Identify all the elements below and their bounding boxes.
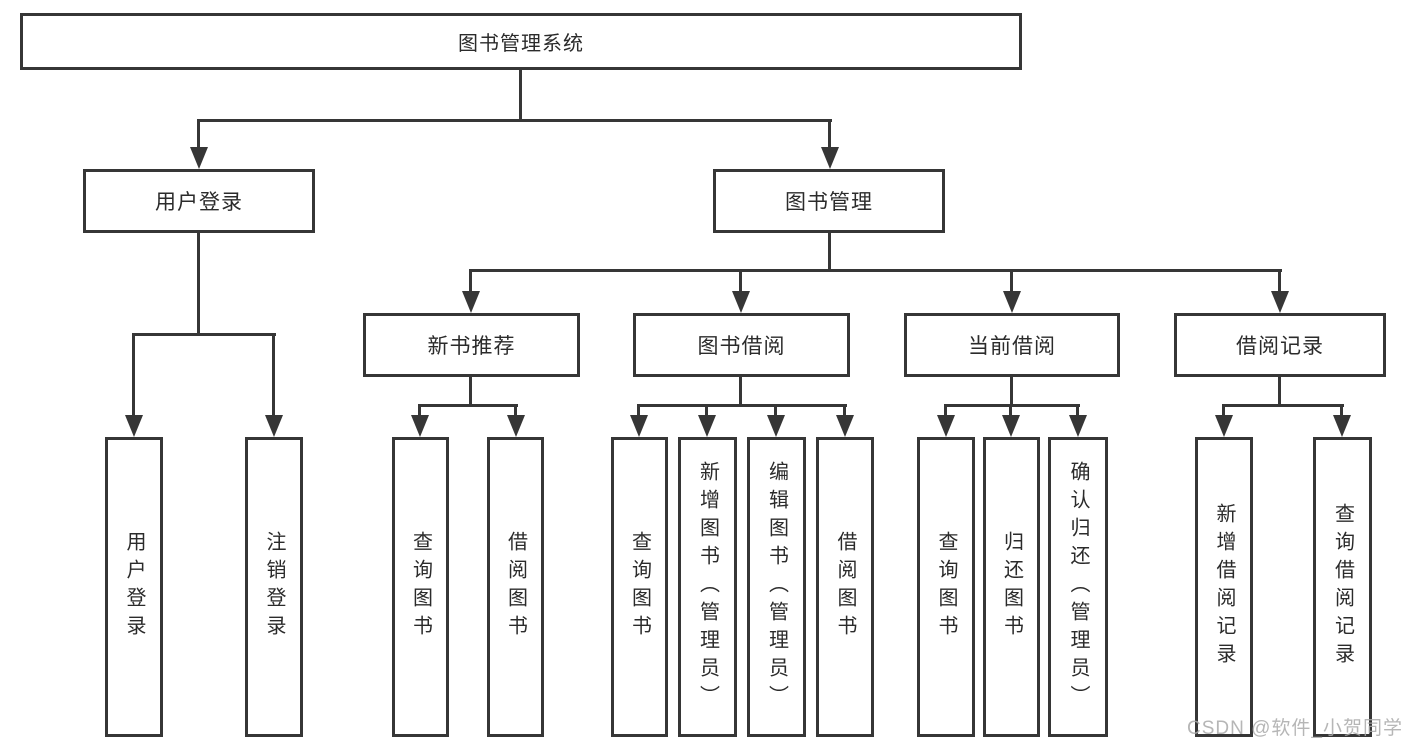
node-label: 用户登录 — [155, 191, 243, 214]
connector-line — [469, 269, 472, 295]
connector-line — [1278, 269, 1281, 295]
connector-line — [1010, 377, 1013, 407]
leaf-edit-book-admin: 编辑图书（管理员） — [747, 437, 806, 737]
leaf-user-login: 用户登录 — [105, 437, 163, 737]
connector-line — [739, 377, 742, 407]
node-label: 当前借阅 — [968, 335, 1056, 358]
node-library-system: 图书管理系统 — [20, 13, 1022, 70]
leaf-add-book-admin: 新增图书（管理员） — [678, 437, 737, 737]
node-label: 图书管理系统 — [458, 33, 584, 55]
connector-line — [944, 404, 1080, 407]
connector-line — [519, 70, 522, 120]
arrow-down-icon — [190, 147, 208, 169]
leaf-borrow-book-2: 借阅图书 — [816, 437, 874, 737]
connector-line — [272, 333, 275, 417]
connector-line — [944, 404, 947, 418]
arrow-down-icon — [462, 291, 480, 313]
connector-line — [1340, 404, 1343, 418]
node-label: 借阅图书 — [834, 531, 856, 643]
connector-line — [774, 404, 777, 418]
node-label: 新增图书（管理员） — [696, 461, 719, 713]
arrow-down-icon — [1002, 415, 1020, 437]
arrow-down-icon — [1003, 291, 1021, 313]
connector-line — [828, 119, 831, 149]
arrow-down-icon — [630, 415, 648, 437]
connector-line — [1222, 404, 1225, 418]
leaf-query-book-3: 查询图书 — [917, 437, 975, 737]
connector-line — [469, 377, 472, 407]
node-label: 查询借阅记录 — [1331, 503, 1354, 671]
node-label: 新书推荐 — [427, 335, 516, 358]
arrow-down-icon — [767, 415, 785, 437]
connector-line — [1010, 269, 1013, 295]
node-label: 图书借阅 — [697, 335, 786, 358]
arrow-down-icon — [937, 415, 955, 437]
leaf-logout: 注销登录 — [245, 437, 303, 737]
node-label: 借阅记录 — [1236, 335, 1324, 358]
node-label: 新增借阅记录 — [1213, 503, 1235, 671]
connector-line — [418, 404, 421, 418]
arrow-down-icon — [1271, 291, 1289, 313]
connector-line — [828, 233, 831, 272]
leaf-add-borrow-record: 新增借阅记录 — [1195, 437, 1253, 737]
connector-line — [418, 404, 518, 407]
connector-line — [132, 333, 135, 417]
arrow-down-icon — [1333, 415, 1351, 437]
node-book-management: 图书管理 — [713, 169, 945, 233]
connector-line — [198, 119, 832, 122]
arrow-down-icon — [836, 415, 854, 437]
node-label: 编辑图书（管理员） — [765, 461, 788, 713]
connector-line — [1278, 377, 1281, 407]
leaf-confirm-return-admin: 确认归还（管理员） — [1048, 437, 1108, 737]
leaf-borrow-book-1: 借阅图书 — [487, 437, 544, 737]
connector-line — [197, 119, 200, 149]
connector-line — [705, 404, 708, 418]
node-label: 查询图书 — [409, 531, 432, 643]
connector-line — [1076, 404, 1079, 418]
leaf-query-book-2: 查询图书 — [611, 437, 668, 737]
leaf-query-book-1: 查询图书 — [392, 437, 449, 737]
connector-line — [739, 269, 742, 295]
node-label: 用户登录 — [123, 531, 145, 643]
leaf-return-book: 归还图书 — [983, 437, 1040, 737]
arrow-down-icon — [821, 147, 839, 169]
connector-line — [514, 404, 517, 418]
connector-line — [132, 333, 276, 336]
connector-line — [1009, 404, 1012, 418]
arrow-down-icon — [507, 415, 525, 437]
arrow-down-icon — [265, 415, 283, 437]
node-label: 归还图书 — [1000, 531, 1023, 643]
arrow-down-icon — [1215, 415, 1233, 437]
connector-line — [469, 269, 1282, 272]
connector-line — [843, 404, 846, 418]
node-new-book-recommend: 新书推荐 — [363, 313, 580, 377]
arrow-down-icon — [698, 415, 716, 437]
node-label: 借阅图书 — [504, 531, 527, 643]
watermark: CSDN @软件_小贺同学 — [1187, 718, 1403, 739]
node-label: 查询图书 — [628, 531, 651, 643]
connector-line — [637, 404, 640, 418]
arrow-down-icon — [125, 415, 143, 437]
connector-line — [637, 404, 847, 407]
arrow-down-icon — [732, 291, 750, 313]
node-label: 图书管理 — [785, 191, 873, 214]
arrow-down-icon — [1069, 415, 1087, 437]
node-user-login: 用户登录 — [83, 169, 315, 233]
connector-line — [197, 233, 200, 336]
node-label: 确认归还（管理员） — [1067, 461, 1089, 713]
arrow-down-icon — [411, 415, 429, 437]
leaf-query-borrow-record: 查询借阅记录 — [1313, 437, 1372, 737]
node-borrow-records: 借阅记录 — [1174, 313, 1386, 377]
connector-line — [1222, 404, 1344, 407]
node-current-borrow: 当前借阅 — [904, 313, 1120, 377]
node-label: 查询图书 — [935, 531, 957, 643]
node-label: 注销登录 — [263, 531, 285, 643]
node-book-borrow: 图书借阅 — [633, 313, 850, 377]
